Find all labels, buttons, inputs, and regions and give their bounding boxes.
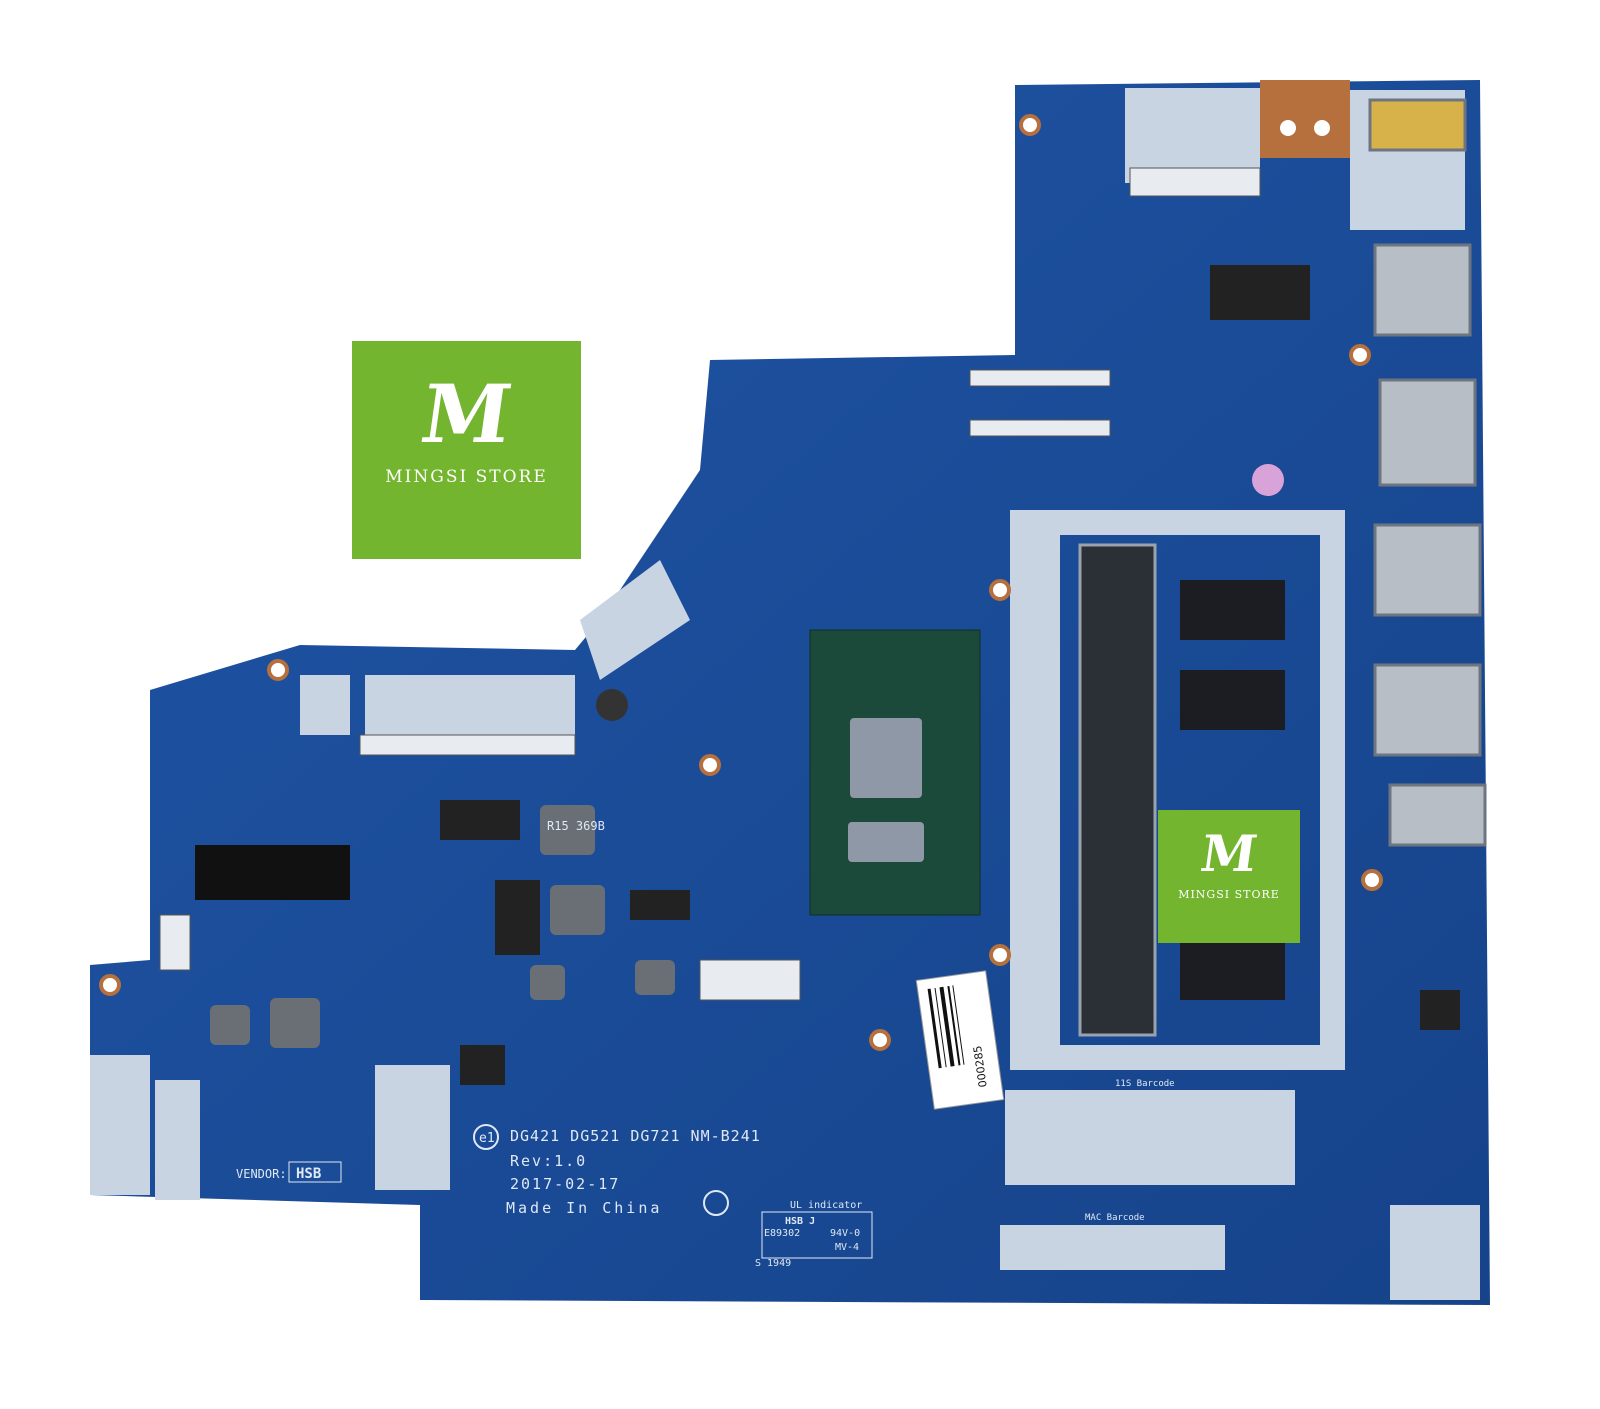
vendor: HSB xyxy=(296,1166,321,1182)
copper-pad xyxy=(1260,80,1350,158)
ram-slot xyxy=(1078,543,1157,1037)
svg-text:000285: 000285 xyxy=(971,1045,990,1088)
components xyxy=(440,265,1460,1085)
date: 2017-02-17 xyxy=(510,1175,620,1193)
revision: Rev:1.0 xyxy=(510,1152,587,1170)
keepout-areas xyxy=(90,88,1480,1300)
watermark-logo: M MINGSI STORE xyxy=(352,341,581,559)
barcode-mac-label: MAC Barcode xyxy=(1085,1213,1145,1223)
watermark-logo-small: M MINGSI STORE xyxy=(1158,810,1300,943)
capacitor-purple xyxy=(1252,464,1284,496)
svg-text:S 1949: S 1949 xyxy=(755,1258,791,1269)
pch-die xyxy=(848,822,924,862)
svg-text:HSB J: HSB J xyxy=(785,1216,815,1227)
mounting-holes xyxy=(99,114,1383,1051)
barcode-11s-label: 11S Barcode xyxy=(1115,1079,1175,1089)
io-ports xyxy=(1368,98,1487,847)
cpu-die xyxy=(850,718,922,798)
svg-text:E89302: E89302 xyxy=(764,1228,800,1239)
m2-slot xyxy=(195,845,350,900)
svg-text:94V-0: 94V-0 xyxy=(830,1228,860,1239)
lead-free-icon xyxy=(703,1190,729,1216)
serial-sticker: 000285 xyxy=(915,970,1005,1110)
inductors xyxy=(210,805,675,1048)
ram-chips xyxy=(1180,580,1285,1000)
connectors xyxy=(159,167,1261,1001)
e1-symbol xyxy=(473,1124,499,1150)
vendor-label: VENDOR: xyxy=(236,1167,287,1181)
model-numbers: DG421 DG521 DG721 NM-B241 xyxy=(510,1127,761,1145)
made-in: Made In China xyxy=(506,1199,662,1217)
svg-text:e1: e1 xyxy=(479,1131,495,1146)
ul-title: UL indicator xyxy=(790,1200,862,1211)
svg-text:MV-4: MV-4 xyxy=(835,1242,859,1253)
capacitor xyxy=(596,689,628,721)
inductor-label: R15 369B xyxy=(547,819,605,833)
